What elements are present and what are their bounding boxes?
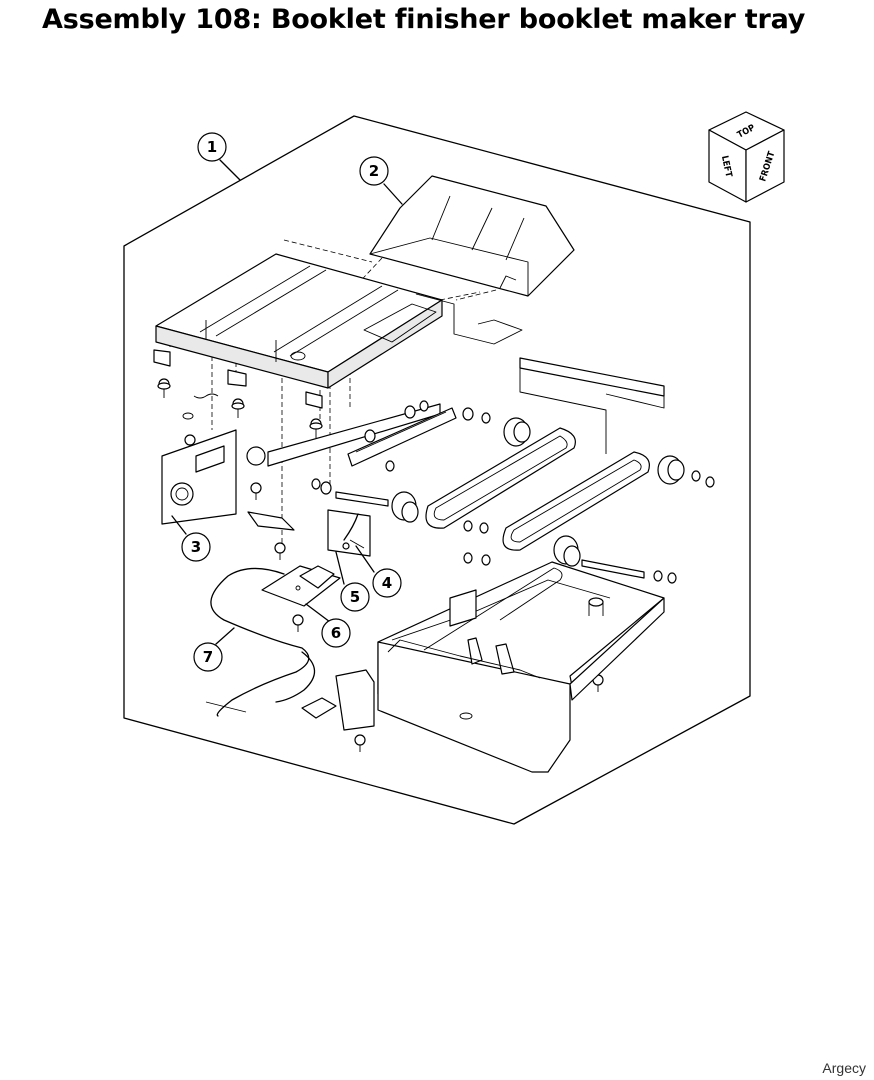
svg-text:3: 3 [191,538,201,556]
svg-text:7: 7 [203,648,213,666]
callout-3: 3 [181,532,211,562]
lower-tray-housing [377,561,665,773]
callout-6: 6 [321,618,351,648]
callout-7: 7 [193,642,223,672]
paper-guide-assembly [153,253,443,409]
assembly-frame [123,115,751,825]
guide-rod-part [519,357,665,454]
page-title: Assembly 108: Booklet finisher booklet m… [42,4,806,35]
cable-harness-part [205,567,375,731]
side-plate-part [161,429,266,525]
svg-text:1: 1 [207,138,217,156]
guide-bracket-outline [415,293,523,345]
svg-text:4: 4 [382,574,392,592]
sensor-bracket-part [327,509,371,557]
credit-text: Argecy [822,1060,866,1076]
orientation-cube-icon: TOP LEFT FRONT [708,111,785,203]
rack-drive-part [247,403,457,531]
callout-leaders [171,159,403,645]
rollers [311,400,715,584]
callout-2: 2 [359,156,389,186]
svg-text:2: 2 [369,162,379,180]
callout-4: 4 [372,568,402,598]
sensor-board-part [261,565,341,607]
orient-left-label: LEFT [719,155,733,179]
output-tray-part [369,175,575,297]
callout-5: 5 [340,582,370,612]
transport-belts [425,427,650,551]
svg-text:5: 5 [350,588,360,606]
svg-text:6: 6 [331,624,341,642]
callout-1: 1 [197,132,227,162]
